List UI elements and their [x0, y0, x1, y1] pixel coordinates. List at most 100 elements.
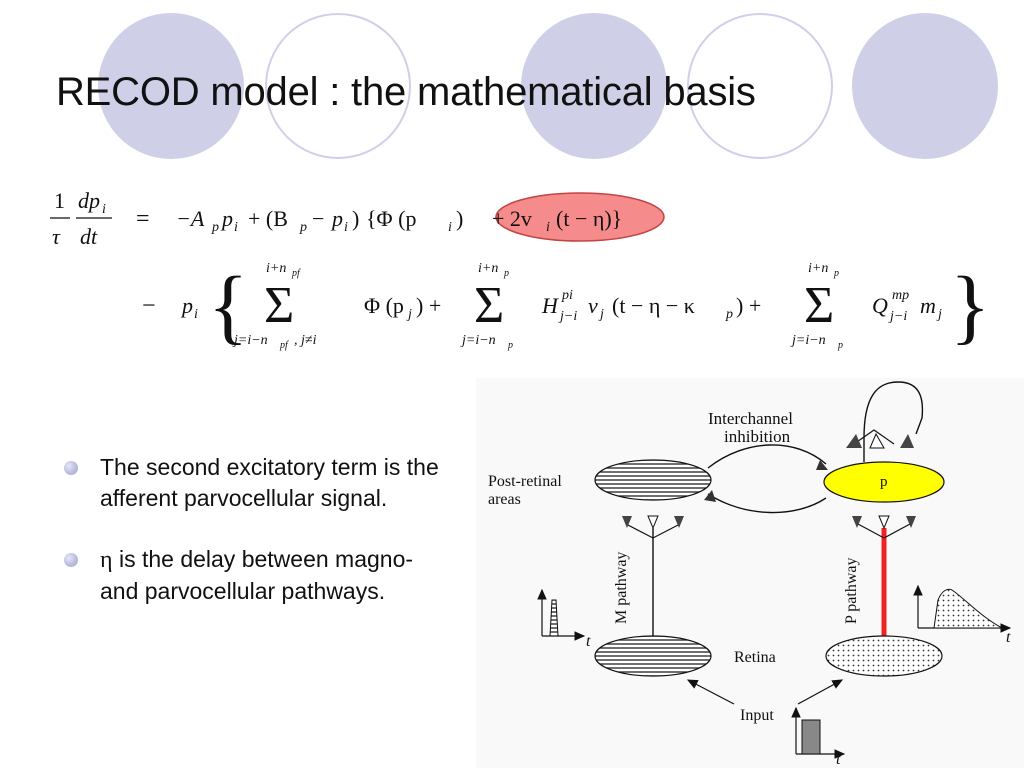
bullet-dot-icon: [64, 461, 78, 475]
eq-lhs-den-left: τ: [52, 224, 61, 249]
eq-term3-tail: m: [920, 293, 936, 318]
input-arrow-left: [686, 679, 735, 705]
eq-sum1-upper-sub: pf: [291, 268, 301, 279]
eq-term3-sub: j−i: [888, 309, 907, 324]
eq-line2-p: p: [180, 293, 193, 318]
bullet-dot-icon: [64, 553, 78, 567]
m-pathway-label: M pathway: [613, 552, 630, 624]
svg-text:p: p: [330, 206, 343, 231]
svg-text:i: i: [448, 220, 452, 235]
recod-equation: 1 τ dp i dt = −A p p i + (B p − p i ) {Φ…: [50, 188, 990, 353]
eq-sum1-lower-tail: , j≠i: [294, 333, 317, 348]
svg-text:p: p: [299, 220, 307, 235]
eq-sum1-upper: i+n: [266, 261, 286, 276]
eq-lhs-num-right: dp: [78, 188, 100, 213]
eq-sum1-lower-sub: pf: [279, 340, 289, 351]
post-retinal-label-1: Post-retinal: [488, 473, 562, 490]
interchannel-label-1: Interchannel: [708, 409, 793, 428]
post-retinal-label-2: areas: [488, 491, 521, 508]
slide-title: RECOD model : the mathematical basis: [56, 70, 756, 114]
eq-sum2-sigma: Σ: [474, 277, 504, 334]
eq-sum1-sigma: Σ: [264, 277, 294, 334]
svg-text:): ): [456, 206, 463, 231]
m-triangle-right: [674, 516, 684, 528]
m-triangle-mid: [647, 515, 659, 530]
svg-text:i: i: [194, 307, 198, 322]
m-plot-t-label: t: [586, 633, 591, 650]
p-pathway-label: P pathway: [843, 557, 860, 624]
svg-text:i: i: [344, 220, 348, 235]
eq-highlight-tail: (t − η)}: [556, 206, 622, 231]
p-node: [823, 461, 945, 503]
p-feedback-loop: [863, 381, 924, 462]
eq-term2-sub: j−i: [558, 309, 577, 324]
eq-sum2-lower-sub: p: [507, 340, 513, 351]
eq-equals: =: [136, 206, 150, 232]
eq-rhs-main: −A: [176, 206, 205, 231]
interchannel-arrow-top: [707, 444, 827, 469]
p-node-label: p: [880, 474, 888, 490]
interchannel-label-2: inhibition: [724, 427, 791, 446]
svg-text:p: p: [725, 307, 733, 322]
eq-sum2-lower: j=i−n: [460, 333, 496, 348]
eq-term2-tail2: (t − η − κ: [612, 293, 695, 318]
input-arrow-right: [797, 679, 844, 705]
eq-lhs-den-right: dt: [80, 224, 98, 249]
p-top-triangle-right: [900, 434, 914, 448]
eq-sum2-upper: i+n: [478, 261, 498, 276]
p-plot-wave: [933, 588, 1003, 629]
svg-text:): ): [352, 206, 359, 231]
eq-term2-sup: pi: [561, 288, 573, 303]
bullet-text: The second excitatory term is the affere…: [100, 454, 439, 511]
recod-diagram: Post-retinal areas p Interchannel inhibi…: [476, 378, 1024, 768]
eq-sum1-lower: j=i−n: [232, 333, 268, 348]
retina-p-ellipse: [825, 635, 943, 677]
p-triangle-mid: [878, 515, 890, 530]
bullet-eta-symbol: η: [100, 547, 113, 573]
eq-sum3-sigma: Σ: [804, 277, 834, 334]
eq-sum3-upper: i+n: [808, 261, 828, 276]
eq-lhs-num-right-sub: i: [102, 202, 106, 217]
m-triangle-left: [622, 516, 632, 528]
eq-sum3-lower: j=i−n: [790, 333, 826, 348]
eq-term2-tail: v: [588, 293, 598, 318]
svg-text:p: p: [220, 206, 233, 231]
input-label: Input: [740, 707, 774, 724]
interchannel-arrow-bottom: [707, 493, 827, 514]
decor-circle-4: [687, 13, 833, 159]
decor-circle-2: [265, 13, 411, 159]
eq-highlight-term: + 2v: [492, 206, 532, 231]
eq-brace-right: }: [950, 260, 990, 353]
eq-sum2-upper-sub: p: [503, 268, 509, 279]
p-triangle-left: [852, 516, 862, 528]
eq-sum3-lower-sub: p: [837, 340, 843, 351]
eq-brace-left: {: [208, 260, 248, 353]
eq-term3: Q: [872, 293, 888, 318]
bullet-item: The second excitatory term is the affere…: [64, 452, 454, 514]
decor-circle-5: [852, 13, 998, 159]
eq-term1-tail: ) +: [416, 293, 441, 318]
post-retinal-ellipse: [594, 459, 712, 501]
svg-text:j: j: [598, 307, 604, 322]
eq-sum3-upper-sub: p: [833, 268, 839, 279]
eq-term1: Φ (p: [364, 293, 404, 318]
svg-text:−: −: [312, 206, 324, 231]
svg-text:i: i: [546, 220, 550, 235]
bullet-text: is the delay between magno- and parvocel…: [100, 546, 414, 604]
m-plot-wave: [546, 599, 566, 637]
retina-label: Retina: [734, 649, 776, 666]
eq-rhs-phi: {Φ (p: [366, 206, 416, 231]
equation-highlight: [495, 192, 665, 242]
p-feedback-branch: [853, 429, 895, 445]
retina-m-ellipse: [594, 635, 712, 677]
interchannel-arrowhead-top: [816, 460, 828, 470]
p-top-triangle-mid: [869, 432, 885, 449]
p-top-triangle-left: [846, 434, 862, 448]
eq-term3-sup: mp: [892, 288, 909, 303]
p-pathway-branch: [857, 523, 911, 539]
input-plot-t-label: t: [836, 751, 841, 768]
p-plot-t-label: t: [1006, 629, 1011, 646]
svg-text:p: p: [211, 220, 219, 235]
eq-line2-minus: −: [142, 293, 156, 319]
bullet-list: The second excitatory term is the affere…: [64, 452, 454, 637]
